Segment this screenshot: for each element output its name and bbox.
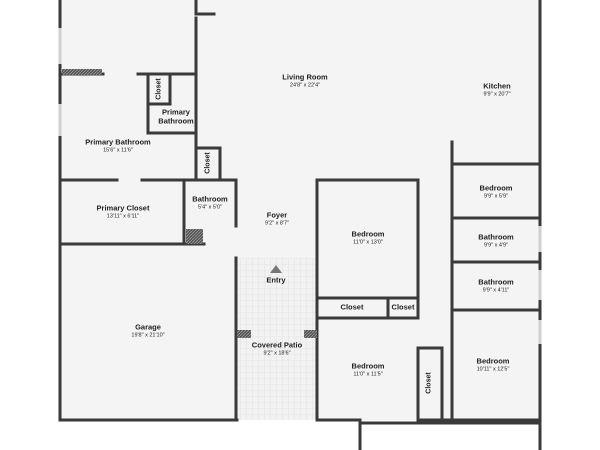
patio-post-right xyxy=(304,330,317,338)
garage-label: Garage 19'8" x 21'10" xyxy=(131,322,165,339)
closet-mid-label: Closet xyxy=(204,152,212,174)
kitchen-label: Kitchen 9'9" x 20'7" xyxy=(483,81,511,98)
windows xyxy=(58,28,542,344)
primary-closet-label: Primary Closet 13'11" x 6'11" xyxy=(96,203,150,220)
room-floors xyxy=(60,0,540,420)
hatched-block-top xyxy=(62,69,102,75)
bedroom-bottom-right-label: Bedroom 10'11" x 12'5" xyxy=(476,356,510,373)
foyer-label: Foyer 9'2" x 8'7" xyxy=(264,210,290,227)
bathroom-right-2-label: Bathroom 9'9" x 4'11" xyxy=(478,277,514,294)
primary-bathroom-label: Primary Bathroom 15'6" x 11'6" xyxy=(85,137,151,154)
interior-walls xyxy=(58,0,542,422)
entry-arrow-icon xyxy=(270,265,282,273)
closet-right-label: Closet xyxy=(391,302,415,312)
primary-bathroom-small-label: Primary Bathroom xyxy=(158,107,194,125)
hatched-block-mid xyxy=(186,229,203,244)
bathroom-small-label: Bathroom 5'4" x 5'0" xyxy=(192,194,228,211)
covered-patio-floor xyxy=(237,258,317,420)
living-room-label: Living Room 24'8" x 22'4" xyxy=(282,72,328,89)
closet-bottom-label: Closet xyxy=(425,372,433,394)
closet-left-label: Closet xyxy=(340,302,364,312)
bedroom-bottom-label: Bedroom 11'0" x 11'5" xyxy=(351,361,385,378)
patio-post-left xyxy=(237,330,251,338)
bedroom-center-label: Bedroom 11'0" x 13'0" xyxy=(351,229,385,246)
entry-label: Entry xyxy=(266,275,286,285)
bedroom-right-top-label: Bedroom 9'9" x 5'9" xyxy=(479,183,513,200)
bathroom-right-1-label: Bathroom 9'9" x 4'9" xyxy=(478,232,514,249)
exterior-walls xyxy=(58,0,542,450)
closet-top-label: Closet xyxy=(155,78,163,100)
covered-patio-label: Covered Patio 9'2" x 18'6" xyxy=(251,340,303,357)
